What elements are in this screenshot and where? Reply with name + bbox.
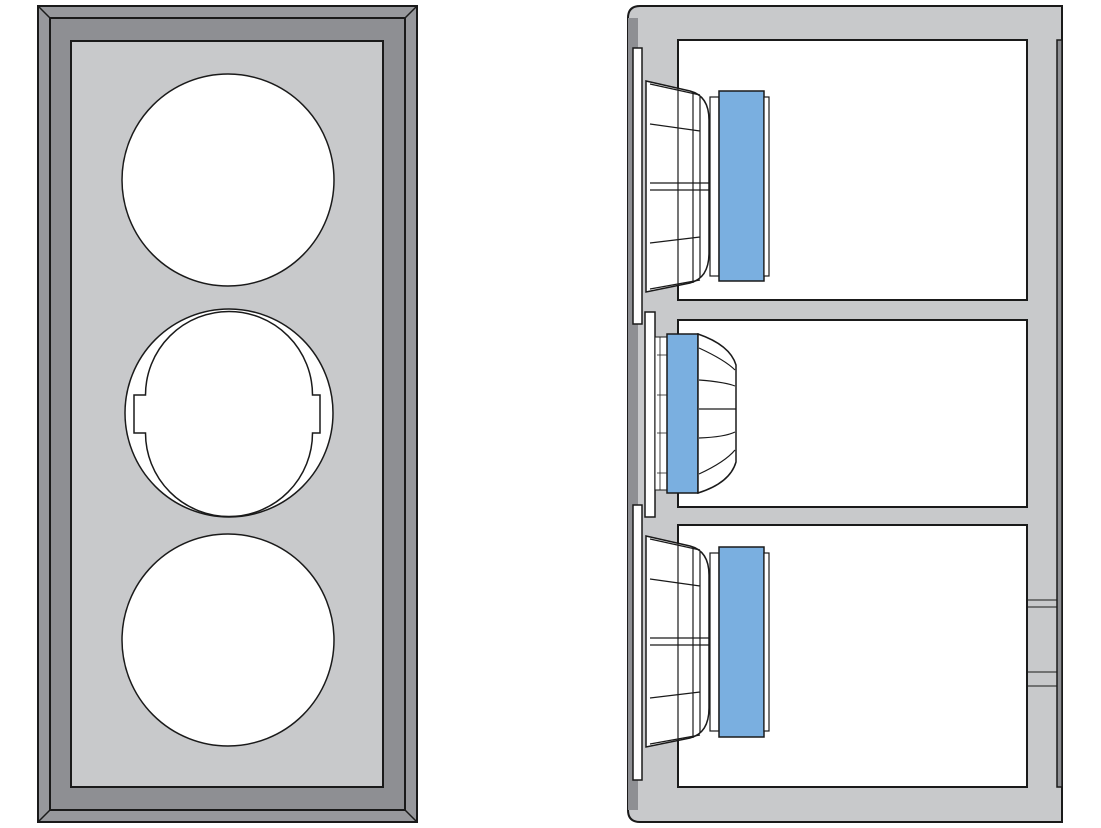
- tweeter-dome-ribs: [698, 347, 736, 475]
- woofer-magnet: [718, 546, 765, 738]
- bevel-corner: [37, 809, 51, 823]
- tweeter-magnet: [666, 333, 699, 494]
- rear-panel-strip: [1056, 39, 1063, 788]
- baffle-trim-middle: [644, 311, 656, 518]
- baffle-trim-top: [632, 47, 643, 325]
- front-view: [37, 5, 418, 823]
- woofer-bottom: [645, 535, 770, 748]
- woofer-magnet: [718, 90, 765, 282]
- top-plate: [709, 96, 720, 277]
- side-section-view: [627, 5, 1063, 823]
- woofer-basket-ribs: [649, 538, 709, 747]
- tweeter-cutout-inner: [133, 310, 321, 518]
- front-edge: [628, 18, 638, 810]
- baffle-trim-bottom: [632, 504, 643, 781]
- back-plate: [763, 552, 770, 732]
- woofer-cutout-bottom: [121, 533, 335, 747]
- woofer-top: [645, 80, 770, 293]
- bevel-corner: [37, 5, 51, 19]
- tweeter: [654, 332, 737, 495]
- tweeter-flange: [654, 336, 668, 491]
- woofer-cutout-top: [121, 73, 335, 287]
- woofer-basket-ribs: [649, 83, 709, 292]
- bevel-corner: [404, 809, 418, 823]
- bevel-corner: [404, 5, 418, 19]
- top-plate: [709, 552, 720, 732]
- back-plate: [763, 96, 770, 277]
- tweeter-dome-cage: [697, 332, 737, 495]
- tweeter-flange-lines: [657, 337, 667, 490]
